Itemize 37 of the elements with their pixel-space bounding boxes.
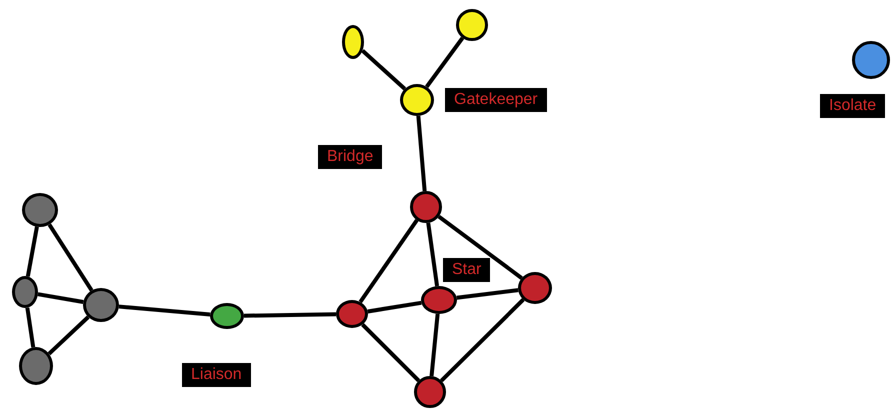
circle-node xyxy=(22,193,58,227)
connector-line xyxy=(438,214,523,280)
role-label: Liaison xyxy=(182,363,251,387)
circle-node xyxy=(456,9,488,41)
connector-line xyxy=(118,304,210,317)
circle-node xyxy=(400,84,434,116)
circle-node xyxy=(12,276,38,308)
connector-line xyxy=(456,288,518,300)
connector-line xyxy=(430,314,440,376)
connector-line xyxy=(361,323,420,382)
circle-node xyxy=(518,272,552,304)
connector-line xyxy=(25,307,36,348)
connector-line xyxy=(361,49,406,90)
circle-node xyxy=(414,376,446,408)
circle-node xyxy=(210,303,244,329)
connector-line xyxy=(426,222,440,286)
connector-line xyxy=(440,298,525,382)
role-label: Bridge xyxy=(318,145,382,169)
connector-line xyxy=(48,316,90,356)
connector-line xyxy=(425,36,464,88)
circle-node xyxy=(410,191,442,223)
circle-node xyxy=(852,41,890,79)
circle-node xyxy=(421,286,457,314)
connector-line xyxy=(26,226,39,277)
role-label: Isolate xyxy=(820,94,886,118)
connector-line xyxy=(244,312,336,318)
circle-node xyxy=(336,300,368,328)
circle-node xyxy=(83,288,119,322)
circle-node xyxy=(342,25,364,59)
role-label: Gatekeeper xyxy=(445,88,547,112)
connector-line xyxy=(416,116,427,192)
connector-line xyxy=(358,219,419,304)
role-label: Star xyxy=(443,258,490,282)
connector-line xyxy=(48,223,94,292)
connector-line xyxy=(38,292,84,304)
connector-line xyxy=(367,300,422,314)
circle-node xyxy=(19,347,53,385)
